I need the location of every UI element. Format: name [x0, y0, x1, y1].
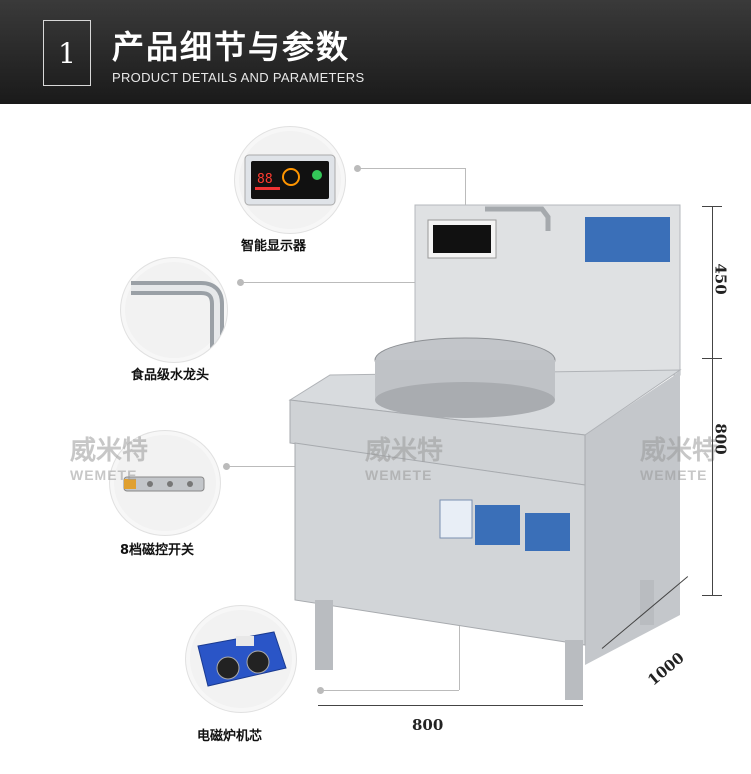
- display-detail-circle: 88: [234, 126, 346, 234]
- faucet-detail-circle: [120, 257, 228, 363]
- callout-dot: [223, 463, 230, 470]
- dimension-tick: [702, 595, 722, 596]
- callout-line: [229, 466, 325, 467]
- dimension-line-vertical: [712, 206, 713, 596]
- core-detail-circle: [185, 605, 297, 713]
- switch-detail-circle: [109, 430, 221, 536]
- svg-text:88: 88: [257, 172, 273, 187]
- induction-board-icon: [197, 631, 287, 687]
- callout-line: [323, 690, 459, 691]
- watermark-center: 威米特 WEMETE: [365, 436, 444, 483]
- dimension-height-upper: 450: [711, 263, 730, 295]
- callout-line: [459, 570, 460, 690]
- switch-label: 8档磁控开关: [120, 543, 195, 558]
- dimension-height-body: 800: [711, 423, 730, 455]
- page-subtitle: PRODUCT DETAILS AND PARAMETERS: [112, 70, 365, 85]
- dimension-tick: [702, 206, 722, 207]
- faucet-label: 食品级水龙头: [131, 368, 210, 383]
- watermark-left: 威米特 WEMETE: [70, 436, 149, 483]
- dimension-tick: [702, 358, 722, 359]
- callout-line: [465, 168, 466, 206]
- callout-line: [243, 282, 545, 283]
- display-panel-icon: 88: [244, 154, 336, 206]
- callout-line: [360, 168, 465, 169]
- dimension-width: 800: [412, 716, 444, 734]
- section-number: 1: [43, 20, 91, 86]
- callout-dot: [317, 687, 324, 694]
- callout-dot: [354, 165, 361, 172]
- page-title: 产品细节与参数: [112, 28, 351, 66]
- core-label: 电磁炉机芯: [197, 729, 263, 744]
- display-label: 智能显示器: [241, 239, 307, 254]
- faucet-icon: [131, 281, 224, 358]
- dimension-line-width: [318, 705, 583, 706]
- magnetic-switch-icon: [123, 476, 205, 492]
- header-banner: 1 产品细节与参数 PRODUCT DETAILS AND PARAMETERS: [0, 0, 751, 104]
- watermark-right: 威米特 WEMETE: [640, 436, 719, 483]
- induction-stove-image: [288, 204, 682, 700]
- callout-dot: [237, 279, 244, 286]
